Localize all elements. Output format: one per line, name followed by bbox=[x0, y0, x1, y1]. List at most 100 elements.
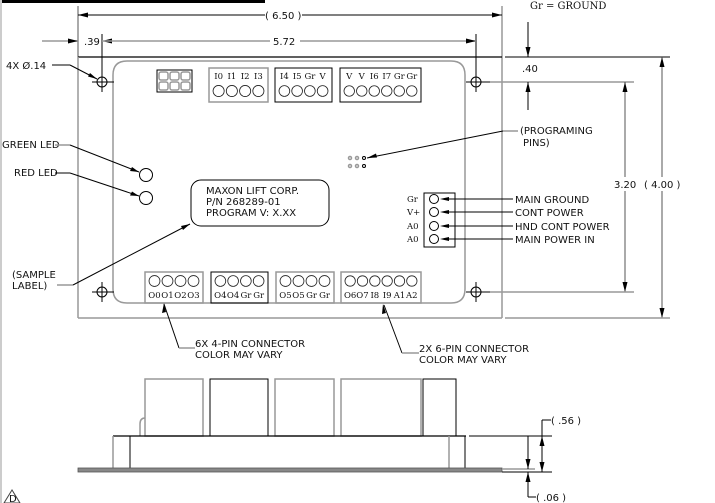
ground-note: Gr = GROUND bbox=[530, 1, 606, 12]
pin-label: A2 bbox=[405, 291, 418, 301]
terminal-label-vplus: V+ bbox=[406, 208, 420, 218]
arrow bbox=[525, 472, 531, 482]
pin-label: I9 bbox=[383, 291, 392, 301]
sample-label-callout-1: (SAMPLE bbox=[12, 270, 56, 281]
pin-hole bbox=[252, 85, 265, 97]
mount-hole-tr bbox=[466, 72, 490, 92]
arrow bbox=[659, 57, 665, 67]
arrow bbox=[162, 303, 166, 313]
pin-hole bbox=[240, 275, 252, 287]
arrow bbox=[130, 191, 139, 196]
terminal-pin bbox=[429, 194, 439, 204]
dim-plate-thickness: ( .06 ) bbox=[536, 493, 566, 503]
pin-label: O6 bbox=[344, 291, 356, 301]
pin-label: V bbox=[358, 72, 366, 82]
revision-triangle-icon: D bbox=[3, 489, 21, 503]
pin-hole bbox=[212, 85, 225, 97]
pin-label: V bbox=[345, 72, 353, 82]
four-pin-callout-1: 6X 4-PIN CONNECTOR bbox=[195, 339, 305, 350]
dim-hole-spacing-height: 3.20 bbox=[614, 180, 636, 191]
pin-hole bbox=[279, 275, 292, 287]
pin-label: Gr bbox=[319, 291, 331, 301]
pin-hole bbox=[368, 85, 380, 97]
pin-hole bbox=[343, 85, 355, 97]
four-pin-callout-2: COLOR MAY VARY bbox=[195, 350, 283, 361]
green-led bbox=[139, 168, 153, 182]
dim-edge-offset-y: .40 bbox=[522, 64, 538, 75]
arrow bbox=[88, 73, 97, 79]
arrow bbox=[382, 304, 386, 314]
housing-outline bbox=[112, 60, 466, 304]
leader bbox=[72, 223, 191, 286]
arrow bbox=[130, 167, 139, 172]
arrow bbox=[440, 224, 449, 228]
pin-hole bbox=[148, 275, 161, 287]
header-bar bbox=[0, 0, 265, 3]
sample-label-callout-2: LABEL) bbox=[12, 281, 47, 292]
pin-hole bbox=[239, 85, 252, 97]
pin-hole bbox=[174, 275, 187, 287]
arrow bbox=[440, 237, 449, 241]
pin-hole bbox=[381, 275, 393, 287]
red-led bbox=[139, 191, 153, 205]
pin-label: Gr bbox=[394, 72, 406, 82]
arrow bbox=[440, 210, 449, 214]
svg-text:D: D bbox=[9, 494, 17, 503]
terminal-label-a0-hnd: A0 bbox=[406, 222, 419, 232]
label-line-1: MAXON LIFT CORP. bbox=[206, 186, 299, 197]
pin-label: O0 bbox=[148, 291, 160, 301]
pin-hole bbox=[187, 275, 200, 287]
pin-hole bbox=[316, 85, 329, 97]
arrow bbox=[525, 459, 531, 469]
terminal-pin bbox=[429, 234, 439, 244]
label-line-3: PROGRAM V: X.XX bbox=[206, 208, 296, 219]
pin-label: Gr bbox=[304, 72, 316, 82]
pin-label: I1 bbox=[227, 72, 236, 82]
arrow bbox=[525, 47, 531, 57]
pin-label: O3 bbox=[187, 291, 199, 301]
programming-pins bbox=[347, 155, 366, 169]
pin-hole bbox=[278, 85, 291, 97]
power-terminal-pins bbox=[429, 194, 439, 244]
pin-label: O4 bbox=[227, 291, 239, 301]
pin-label: O5 bbox=[292, 291, 304, 301]
leader bbox=[383, 304, 403, 354]
dim-overall-height: ( 4.00 ) bbox=[644, 180, 681, 191]
pin-label: V bbox=[319, 72, 327, 82]
main-ground-label: MAIN GROUND bbox=[515, 195, 589, 206]
arrow bbox=[367, 153, 377, 158]
terminal-label-a0-main: A0 bbox=[406, 235, 419, 245]
pin-label: Gr bbox=[306, 291, 318, 301]
pin-label: I7 bbox=[382, 72, 391, 82]
pin-label: I0 bbox=[214, 72, 223, 82]
arrow bbox=[68, 38, 78, 44]
pin-hole bbox=[393, 275, 406, 287]
pin-label: I2 bbox=[241, 72, 250, 82]
arrow bbox=[622, 82, 628, 92]
main-power-in-label: MAIN POWER IN bbox=[515, 235, 595, 246]
leader bbox=[69, 144, 140, 173]
mount-hole-bl bbox=[92, 282, 114, 302]
power-header-icon bbox=[156, 69, 193, 93]
top-connector-inputs-0-3: I0 I1 I2 I3 bbox=[208, 67, 269, 103]
six-pin-callout-1: 2X 6-PIN CONNECTOR bbox=[419, 344, 529, 355]
pin-hole bbox=[227, 275, 239, 287]
hole-callout: 4X Ø.14 bbox=[6, 60, 46, 72]
arrow bbox=[659, 308, 665, 318]
hnd-cont-power-label: HND CONT POWER bbox=[515, 222, 610, 233]
pin-hole bbox=[161, 275, 174, 287]
dim-side-height: ( .56 ) bbox=[551, 416, 581, 427]
leader bbox=[163, 303, 180, 349]
pin-hole bbox=[344, 275, 356, 287]
arrow bbox=[440, 197, 449, 201]
pin-hole bbox=[356, 85, 368, 97]
power-terminal-block bbox=[423, 192, 456, 248]
pin-label: I3 bbox=[254, 72, 263, 82]
green-led-label: GREEN LED bbox=[2, 140, 60, 151]
arrow bbox=[525, 82, 531, 92]
arrow bbox=[539, 462, 545, 472]
